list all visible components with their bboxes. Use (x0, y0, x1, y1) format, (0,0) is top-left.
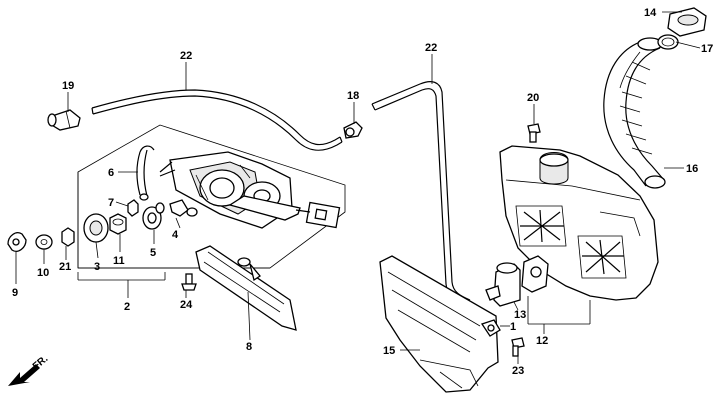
callout-23: 23 (512, 365, 524, 377)
tank-panel-left (515, 205, 567, 247)
front-arrow-icon (8, 364, 40, 386)
callout-20: 20 (527, 92, 539, 104)
callout-1: 1 (510, 321, 516, 333)
callout-13: 13 (514, 309, 526, 321)
callout-4: 4 (172, 229, 179, 241)
washer-5b (155, 202, 165, 214)
callout-3: 3 (94, 261, 100, 273)
callout-17: 17 (701, 43, 713, 55)
front-direction-indicator: FR. (8, 353, 50, 386)
callout-16: 16 (686, 163, 698, 175)
bolt-24 (181, 273, 197, 291)
pump-grommet-12 (521, 255, 549, 293)
filler-cap-14 (667, 7, 707, 37)
bracket-bar-12 (527, 296, 591, 334)
bracket-bar-2 (77, 272, 166, 298)
callout-18: 18 (347, 90, 359, 102)
short-hose-6 (136, 145, 155, 201)
grommet-1 (480, 319, 501, 337)
bolt-23 (511, 337, 525, 357)
leader-lines (15, 11, 701, 364)
filler-neck-16 (603, 37, 666, 189)
callout-10: 10 (37, 267, 49, 279)
callout-14: 14 (644, 7, 657, 19)
nut-7 (127, 199, 139, 217)
cap-9 (7, 232, 27, 252)
washer-hose-left (91, 89, 343, 151)
wiper-motor (159, 151, 341, 229)
washer-pump-13 (485, 262, 521, 307)
nut-11 (109, 213, 127, 235)
callout-11: 11 (113, 255, 125, 267)
callout-9: 9 (12, 287, 18, 299)
bushing-5 (142, 206, 162, 230)
bolt-4 (169, 199, 198, 217)
cover-8 (195, 245, 297, 331)
reservoir-lower-15 (379, 255, 499, 393)
callout-7: 7 (108, 197, 114, 209)
callout-5: 5 (150, 247, 156, 259)
callout-15: 15 (383, 345, 395, 357)
hose-joint-18 (343, 121, 363, 139)
bolt-20 (527, 123, 541, 143)
callout-24: 24 (180, 299, 193, 311)
callout-19: 19 (62, 80, 74, 92)
callout-21: 21 (59, 261, 71, 273)
tank-panel-right (577, 235, 627, 279)
callout-12: 12 (536, 335, 548, 347)
washer-10 (35, 234, 53, 250)
callout-labels: 22 22 19 18 20 14 17 16 6 7 4 5 3 11 21 … (12, 7, 713, 377)
callout-22-right: 22 (425, 42, 437, 54)
callout-22-left: 22 (180, 50, 192, 62)
hose-joint-19 (47, 109, 81, 131)
nut-21 (61, 227, 75, 247)
o-ring-17 (657, 34, 679, 50)
callout-6: 6 (108, 167, 114, 179)
callout-2: 2 (124, 301, 130, 313)
callout-8: 8 (246, 341, 252, 353)
grommet-3 (83, 213, 109, 243)
